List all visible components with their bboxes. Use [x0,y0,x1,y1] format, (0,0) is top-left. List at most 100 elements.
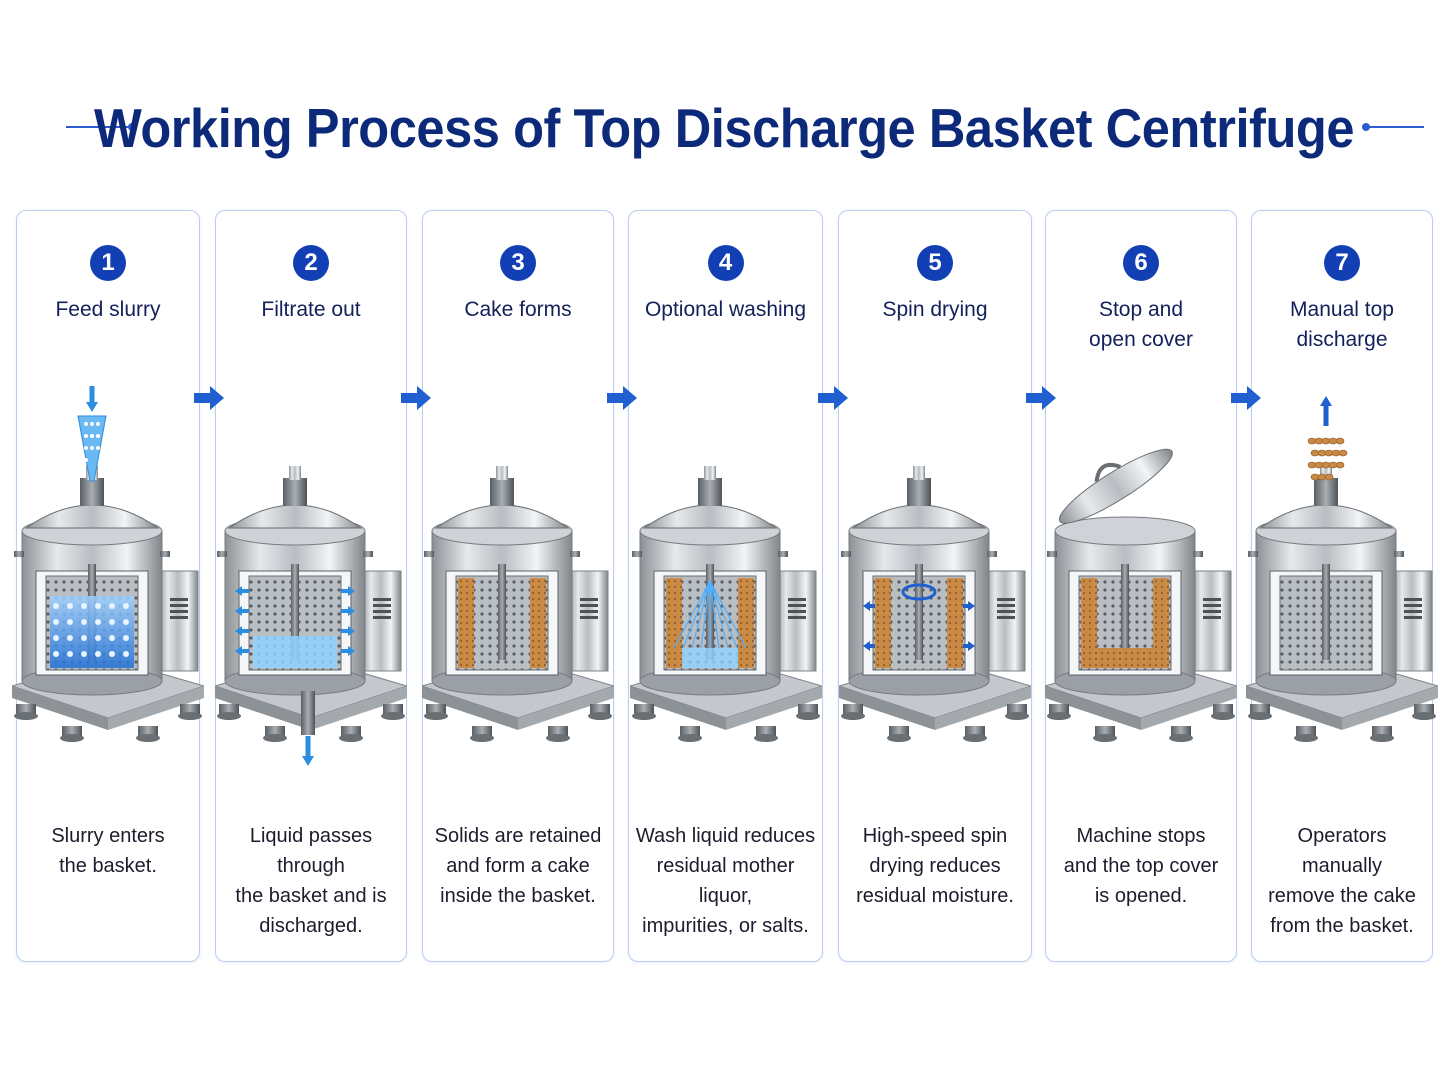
motor-housing [567,570,609,672]
motor-housing [157,570,199,672]
open-lid [1058,448,1173,524]
basket-cutaway [1068,564,1182,676]
centrifuge-illustration [839,466,1031,742]
step-description: Wash liquid reduces residual mother liqu… [635,825,816,937]
basket-cutaway [653,564,766,676]
step-title: Stop and open cover [1089,298,1193,351]
cake-layer [665,578,682,668]
filtrate-arrow [235,586,249,596]
wash-spray [708,580,729,649]
motor-housing [360,570,402,672]
step-title: Feed slurry [55,298,161,321]
motor-housing [775,570,816,672]
basket-cutaway [1269,564,1383,676]
filtrate-arrow [341,626,355,636]
step-title: Optional washing [644,298,807,321]
drain-pipe [301,691,315,735]
title-decoration-right [1362,123,1424,131]
step-description: Operators manually remove the cake from … [1268,825,1416,937]
step-description: Solids are retained and form a cake insi… [434,825,602,907]
slurry [50,596,134,668]
step-number-badge: 2 [293,245,329,281]
centrifuge-illustration [1045,448,1237,742]
filtrate [253,636,337,668]
wash-spray [672,580,711,649]
wash-spray [699,580,711,649]
next-step-arrow-icon [194,386,224,410]
step-title: Spin drying [882,298,988,321]
next-step-arrow-icon [607,386,637,410]
cake-layer [947,578,963,668]
spin-arrow [863,641,875,651]
wash-spray [690,580,711,649]
cake-layer [1153,578,1169,668]
filtrate-arrow [341,606,355,616]
step-number-badge: 4 [707,245,744,281]
step-description: High-speed spin drying reduces residual … [856,825,1014,907]
cake-layer [737,578,754,668]
centrifuge-illustration [422,466,614,742]
next-step-arrow-icon [1231,386,1261,410]
step-title: Filtrate out [261,298,361,321]
centrifuge-illustration [12,386,204,742]
centrifuge-illustration [1246,396,1438,742]
discharge-arrow [1320,396,1332,426]
step-number-badge: 6 [1123,245,1159,281]
discharged-cake [1324,473,1334,481]
filtrate-arrow [235,626,249,636]
next-step-arrow-icon [818,386,848,410]
step-title: Cake forms [464,298,572,321]
spin-arrow [963,641,975,651]
cake-layer [1081,578,1097,668]
drain-arrow [302,736,314,766]
cake-layer [458,578,474,668]
filtrate-arrow [341,586,355,596]
discharged-cake [1338,449,1348,457]
motor-housing [1190,570,1232,672]
rotation-arrow [901,583,937,601]
step-description: Slurry enters the basket. [51,825,165,877]
motor-housing [1391,570,1433,672]
step-description: Machine stops and the top cover is opene… [1063,825,1219,907]
cake-bottom [1097,648,1153,668]
title-decoration-left [66,123,136,131]
spin-arrow [863,601,875,611]
step-number-badge: 7 [1324,245,1360,281]
lid [434,466,570,529]
wash-spray [681,580,711,649]
wash-spray [708,580,720,649]
wash-spray [708,580,747,649]
page-title: Working Process of Top Discharge Basket … [93,97,1355,159]
feed-arrow [86,386,98,412]
step-title: Manual top discharge [1290,298,1394,351]
wash-liquid [681,648,738,668]
discharged-cake [1335,437,1345,445]
wash-spray [708,580,738,649]
next-step-arrow-icon [1026,386,1056,410]
cake-layer [530,578,546,668]
filtrate-arrow [235,646,249,656]
basket-cutaway [862,564,976,676]
step-description: Liquid passes through the basket and is … [235,825,387,937]
step-number-badge: 1 [90,245,126,281]
basket-cutaway [235,564,355,676]
centrifuge-illustration [629,466,822,742]
filtrate-arrow [235,606,249,616]
lid [851,466,987,529]
discharged-cake [1335,461,1345,469]
basket-cutaway [35,564,149,676]
spin-arrow [963,601,975,611]
step-number-badge: 5 [917,245,953,281]
centrifuge-illustration [215,466,407,766]
step-number-badge: 3 [500,245,536,281]
next-step-arrow-icon [401,386,431,410]
filtrate-arrow [341,646,355,656]
cake-layer [875,578,891,668]
